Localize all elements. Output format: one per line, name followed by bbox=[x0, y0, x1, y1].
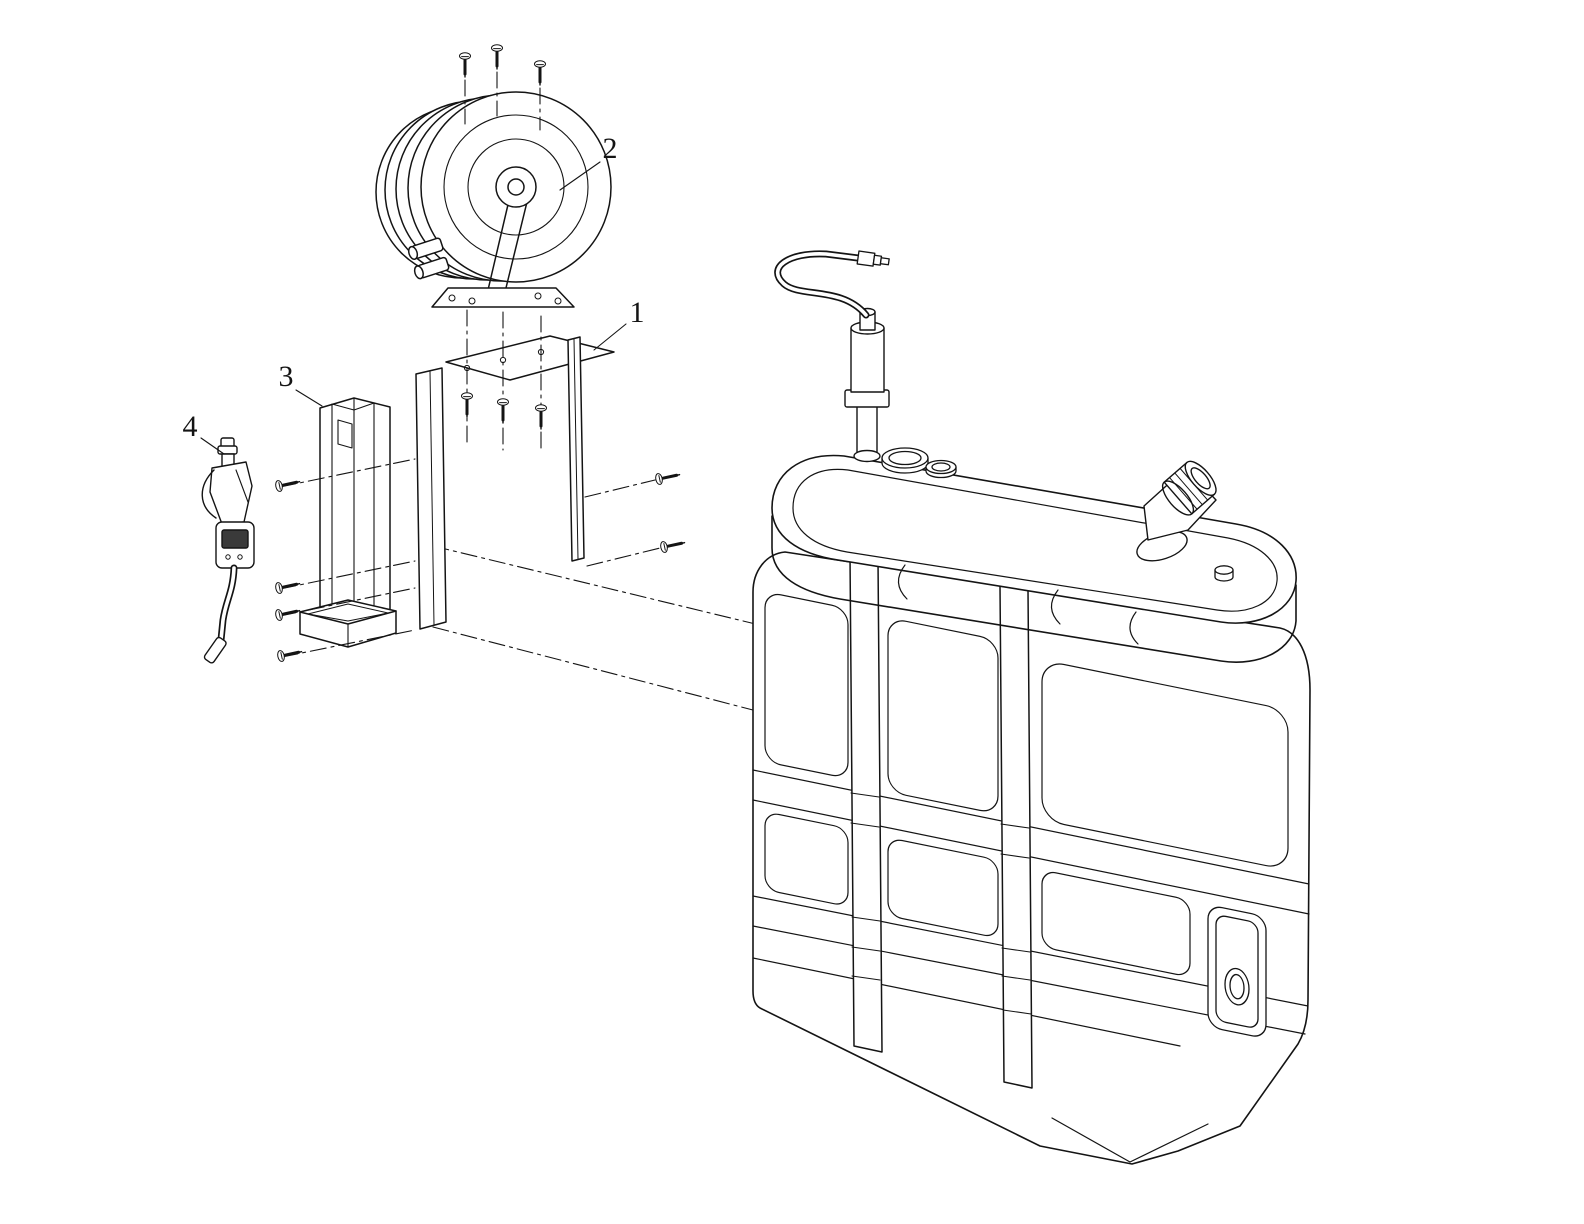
channel-bracket bbox=[319, 397, 391, 629]
bolt-icon bbox=[658, 535, 688, 555]
bolt-icon bbox=[273, 474, 303, 494]
storage-tank bbox=[752, 250, 1311, 1165]
bolt-icon bbox=[273, 603, 303, 623]
bolt-icon bbox=[490, 43, 504, 71]
callout-2-label: 2 bbox=[603, 132, 618, 165]
hose-outlet-lower bbox=[413, 256, 450, 280]
nozzle-body bbox=[209, 461, 253, 525]
tank-handle-recess bbox=[1207, 906, 1267, 1037]
reel-arm bbox=[487, 195, 511, 291]
pump-hose bbox=[774, 250, 890, 319]
pump bbox=[844, 307, 890, 463]
tank-caps bbox=[881, 447, 1234, 582]
tank-straps bbox=[849, 555, 1033, 1089]
bolt-icon bbox=[534, 403, 548, 431]
drip-tray bbox=[299, 599, 397, 648]
mounting-bracket bbox=[415, 335, 615, 630]
filler-neck bbox=[1136, 460, 1217, 562]
callout-3-label: 3 bbox=[279, 360, 294, 393]
tank-panels bbox=[764, 593, 1289, 976]
plate-bolts bbox=[460, 309, 548, 453]
meter-display bbox=[221, 529, 249, 549]
bolt-icon bbox=[533, 59, 547, 87]
bolt-icon bbox=[273, 576, 303, 596]
bracket-post-left bbox=[415, 367, 447, 630]
callouts: 2 1 3 4 bbox=[183, 132, 645, 455]
bracket-tank-bolts bbox=[584, 467, 688, 567]
tank-body bbox=[752, 551, 1311, 1165]
bolt-icon bbox=[275, 644, 305, 664]
filler-cap bbox=[1161, 460, 1217, 516]
reel-base bbox=[431, 287, 575, 308]
bracket-plate bbox=[445, 335, 615, 381]
bolt-icon bbox=[653, 467, 683, 487]
tank-lid bbox=[771, 454, 1297, 663]
callout-4-label: 4 bbox=[183, 410, 198, 443]
hose-outlet-upper bbox=[407, 237, 444, 260]
hose-fitting bbox=[856, 250, 890, 267]
bolt-icon bbox=[458, 51, 472, 79]
trigger-guard bbox=[201, 469, 217, 519]
dispensing-nozzle bbox=[201, 437, 255, 664]
bolt-icon bbox=[460, 391, 474, 419]
reel-top-bolts bbox=[458, 43, 547, 131]
bolt-icon bbox=[496, 397, 510, 425]
hose-reel bbox=[375, 91, 612, 308]
callout-1-label: 1 bbox=[630, 296, 645, 329]
channel-bolts bbox=[273, 458, 416, 664]
nozzle-spout bbox=[203, 636, 227, 664]
